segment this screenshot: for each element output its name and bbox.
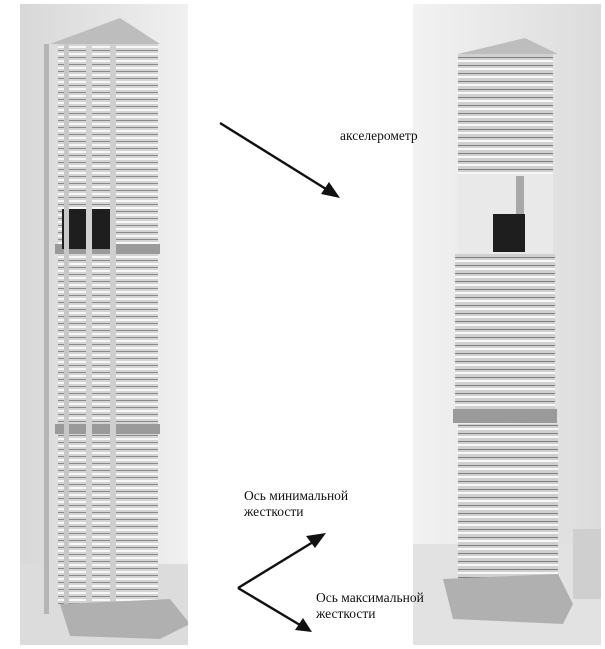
accelerometer-arrow: [219, 121, 335, 196]
min-stiffness-axis-label-line1: Ось минимальной: [244, 488, 349, 503]
photo-tower-model-left: [20, 4, 188, 645]
arrowhead-accelerometer: [321, 182, 340, 198]
max-stiffness-axis-label: Ось максимальной жесткости: [316, 590, 424, 622]
tower-base: [443, 574, 573, 624]
min-stiffness-axis-label-line2: жесткости: [244, 504, 304, 519]
tower-right-illustration: [413, 4, 601, 645]
accelerometer-label: акселерометр: [340, 128, 418, 143]
photo-tower-model-right: [413, 4, 601, 645]
mass-block: [493, 214, 525, 252]
tower-body: [58, 44, 158, 604]
max-stiffness-axis-label-line1: Ось максимальной: [316, 590, 424, 605]
min-axis-arrow: [237, 537, 319, 590]
tower-left-illustration: [20, 4, 188, 645]
accelerometer-mount: [516, 176, 524, 221]
arrowhead-max-axis: [295, 618, 312, 632]
min-stiffness-axis-label: Ось минимальной жесткости: [244, 488, 348, 520]
arrowhead-min-axis: [306, 533, 326, 548]
tower-base: [60, 599, 188, 639]
max-stiffness-axis-label-line2: жесткости: [316, 606, 376, 621]
max-axis-arrow: [237, 586, 306, 630]
